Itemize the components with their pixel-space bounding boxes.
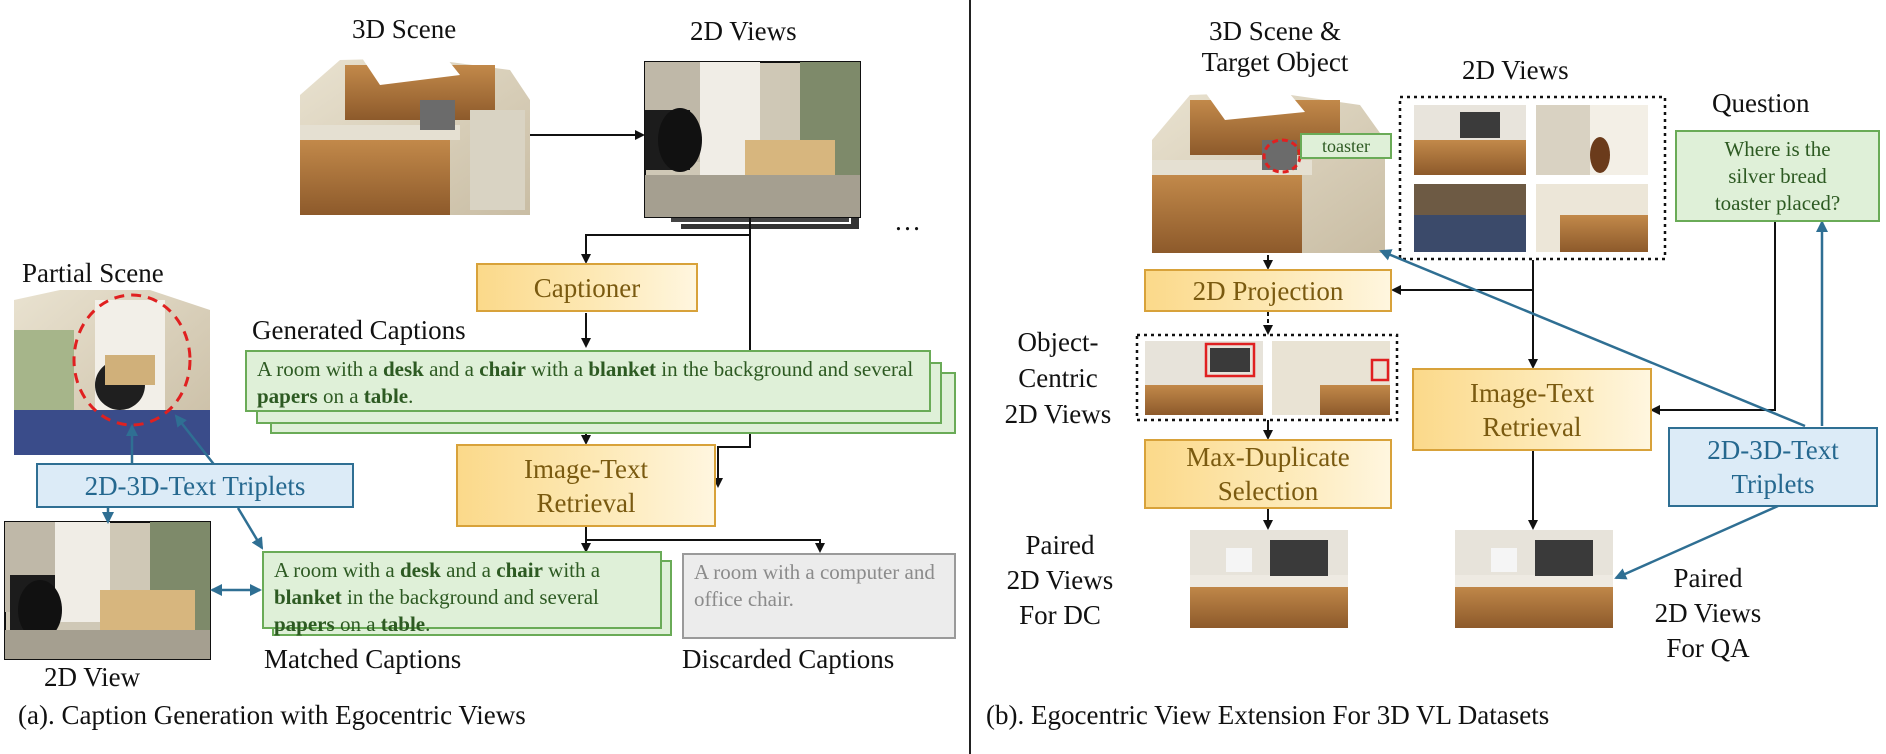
paired-qa-line-3: For QA [1666,633,1750,663]
scene-3d-image-b [1152,88,1385,253]
toaster-tag: toaster [1300,133,1392,159]
views-grid-b [1414,105,1648,252]
image-text-retrieval-box-b: Image-Text Retrieval [1412,368,1652,451]
paired-view-dc-image [1190,530,1348,628]
question-title: Question [1712,88,1810,118]
question-line-1: Where is the [1724,136,1831,161]
paired-dc-line-2: 2D Views [1006,565,1114,595]
view-thumb-2 [1536,105,1648,175]
scene-target-title: 3D Scene & Target Object [1170,16,1380,78]
paired-dc-line-1: Paired [1025,530,1095,560]
discarded-captions-title: Discarded Captions [682,644,895,674]
views-grid-b-frame [1398,95,1667,261]
object-centric-line-3: 2D Views [1004,399,1112,429]
paired-dc-line-3: For DC [1019,600,1101,630]
question-box: Where is the silver bread toaster placed… [1675,130,1880,222]
partial-scene-title: Partial Scene [22,258,164,288]
object-centric-line-2: Centric [1018,363,1098,393]
view-2d-title-a: 2D View [44,662,141,692]
captioner-box: Captioner [476,263,698,312]
retrieval-line-1: Image-Text [523,453,649,484]
paired-view-qa-image [1455,530,1613,628]
max-duplicate-box: Max-Duplicate Selection [1144,439,1392,509]
partial-scene-image [14,290,210,455]
view-thumb-3 [1414,184,1526,252]
object-view-2 [1272,341,1390,415]
view-main-a [644,61,861,218]
scene-target-title-line-1: 3D Scene & [1209,16,1341,46]
arrow-triplets-to-paired-qa [1614,504,1779,580]
arrow-views-to-retrieval [713,218,751,488]
retrieval-line-2: Retrieval [536,487,636,518]
view-thumb-4 [1536,184,1648,252]
arrow-triplets-to-scene [1379,249,1806,428]
projection-box: 2D Projection [1144,269,1392,312]
triplets-b-line-2: Triplets [1731,469,1815,499]
views-2d-title-b: 2D Views [1462,55,1569,85]
views-2d-title-a: 2D Views [690,16,797,46]
matched-caption-card: A room with a desk and a chair with a bl… [262,551,662,636]
generated-caption-card: A room with a desk and a chair with a bl… [245,350,931,412]
object-centric-views [1145,341,1390,415]
max-dup-line-2: Selection [1217,476,1319,506]
view-thumb-1 [1414,105,1526,175]
object-centric-line-1: Object- [1017,327,1099,357]
generated-captions-title: Generated Captions [252,315,466,345]
arrow-triplet-to-matched [236,507,264,550]
matched-captions-title: Matched Captions [264,644,462,674]
paired-qa-line-1: Paired [1673,563,1743,593]
discarded-caption-card: A room with a computer and office chair. [682,553,956,639]
triplets-box-a: 2D-3D-Text Triplets [36,463,354,508]
partial-scene-highlight [72,293,192,427]
question-line-3: toaster placed? [1714,190,1841,215]
scene-3d-title-a: 3D Scene [352,14,457,44]
arrow-question-to-retrieval [1650,222,1776,415]
question-line-2: silver bread [1728,163,1827,188]
paired-qa-label: Paired 2D Views For QA [1638,561,1778,666]
panel-a-caption: (a). Caption Generation with Egocentric … [18,700,526,730]
object-centric-frame [1135,333,1399,422]
scene-target-title-line-2: Target Object [1201,47,1349,77]
paired-qa-line-2: 2D Views [1654,598,1762,628]
view-image-a [4,521,211,660]
object-centric-label: Object- Centric 2D Views [994,324,1122,432]
image-text-retrieval-box-a: Image-Text Retrieval [456,444,716,527]
paired-dc-label: Paired 2D Views For DC [990,528,1130,633]
scene-3d-image-a [300,50,530,215]
max-dup-line-1: Max-Duplicate [1186,442,1350,472]
retrieval-b-line-1: Image-Text [1469,377,1595,408]
panel-b-caption: (b). Egocentric View Extension For 3D VL… [986,700,1550,730]
arrow-retrieval-to-discarded [585,527,825,553]
retrieval-b-line-2: Retrieval [1482,411,1582,442]
triplets-box-b: 2D-3D-Text Triplets [1668,427,1878,507]
views-ellipsis: … [894,206,921,236]
object-view-1 [1145,341,1263,415]
views-stack-a [644,61,861,231]
triplets-b-line-1: 2D-3D-Text [1707,435,1839,465]
